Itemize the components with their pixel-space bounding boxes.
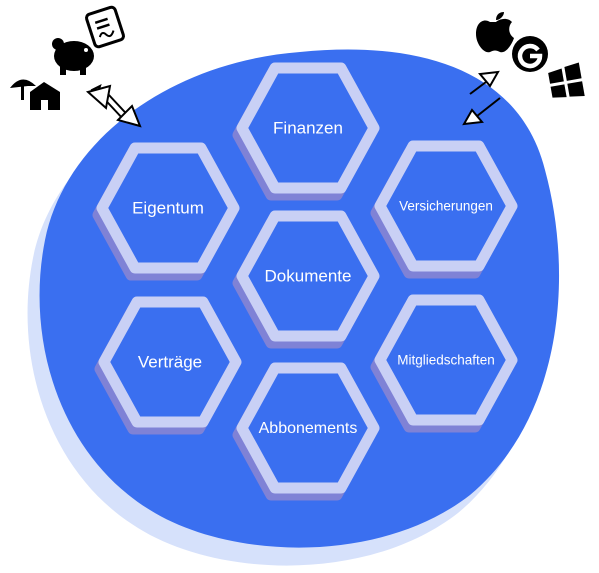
hexagon-label-mitgliedschaften: Mitgliedschaften [397, 353, 495, 368]
hexagon-finanzen: Finanzen [232, 62, 380, 201]
hexagon-vertraege: Verträge [94, 296, 242, 435]
hexagon-label-vertraege: Verträge [138, 352, 202, 371]
hexagon-label-abbonements: Abbonements [259, 420, 358, 437]
sync-arrows-left-icon [85, 84, 142, 128]
google-icon [512, 36, 548, 72]
piggy-bank-icon [52, 38, 94, 75]
hexagon-mitgliedschaften: Mitgliedschaften [370, 294, 518, 433]
contract-document-icon [85, 5, 125, 49]
hexagon-eigentum: Eigentum [92, 142, 240, 281]
apple-icon [476, 12, 514, 53]
hexagon-label-finanzen: Finanzen [273, 118, 343, 137]
hexagon-outline [96, 142, 240, 274]
hexagon-outline [374, 294, 518, 426]
hexagon-versicherungen: Versicherungen [370, 140, 518, 279]
hexagon-abbonements: Abbonements [232, 362, 380, 501]
hexagon-label-versicherungen: Versicherungen [399, 199, 493, 214]
hexagon-outline [98, 296, 242, 428]
hexagon-outline [236, 62, 380, 194]
hexagon-dokumente: Dokumente [232, 210, 380, 349]
hexagon-outline [236, 362, 380, 494]
hexagon-label-dokumente: Dokumente [265, 266, 352, 285]
hexagon-outline [374, 140, 518, 272]
hexagon-label-eigentum: Eigentum [132, 198, 204, 217]
hexagon-outline [236, 210, 380, 342]
sync-arrows-right-icon [462, 70, 501, 126]
umbrella-house-icon [10, 79, 60, 110]
windows-icon [548, 62, 585, 98]
